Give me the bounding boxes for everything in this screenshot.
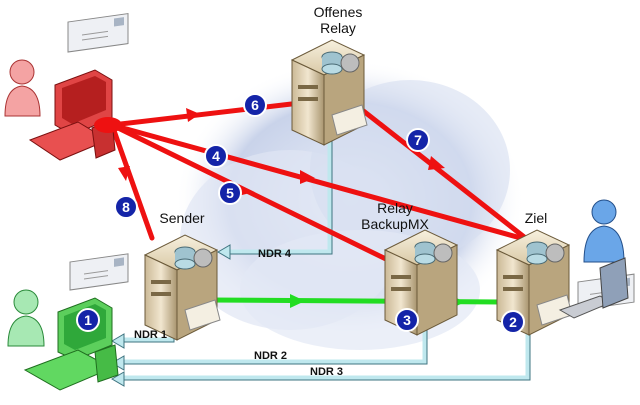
ndr2-path [122,322,428,365]
path-8 [109,122,155,241]
recipient-laptop-icon [558,257,629,319]
step-badge-1: 1 [76,308,100,332]
step-number: 8 [122,199,130,215]
step-badge-6: 6 [243,93,267,117]
path-5 [109,122,395,265]
step-badge-3: 3 [395,308,419,332]
step-badge-7: 7 [406,128,430,152]
step-number: 1 [84,312,92,328]
label-open-relay: Offenes Relay [313,4,363,36]
ndr2-label: NDR 2 [254,350,287,362]
recipient-person-icon [583,199,625,263]
server-sender [143,234,221,341]
spammer-computer-icon [28,69,122,161]
step-badge-2: 2 [501,310,525,334]
step-badge-4: 4 [204,144,228,168]
step-badge-5: 5 [218,181,242,205]
step-badge-8: 8 [114,195,138,219]
step-number: 5 [226,185,234,201]
path-4 [109,122,531,243]
envelope-icon [69,253,129,291]
ndr4-label: NDR 4 [258,248,292,260]
step-number: 3 [403,312,411,328]
ndr4-path [228,140,333,255]
ndr1-label: NDR 1 [134,329,167,341]
step-number: 7 [414,132,422,148]
ndr-paths [122,140,531,381]
ndr3-path [122,325,531,381]
envelope-icon [67,12,129,53]
step-number: 4 [212,148,220,164]
attack-paths [109,99,531,265]
step-number: 2 [509,314,517,330]
ndr3-label: NDR 3 [310,366,343,378]
spammer-person-icon [4,59,41,117]
path-7 [349,99,531,243]
label-sender: Sender [159,210,205,226]
path-6 [109,100,303,128]
step-number: 6 [251,97,259,113]
label-relay-backupmx: Relay BackupMX [361,200,429,232]
label-target: Ziel [524,210,548,226]
sender-person-icon [7,289,45,347]
server-open-relay [290,39,368,146]
